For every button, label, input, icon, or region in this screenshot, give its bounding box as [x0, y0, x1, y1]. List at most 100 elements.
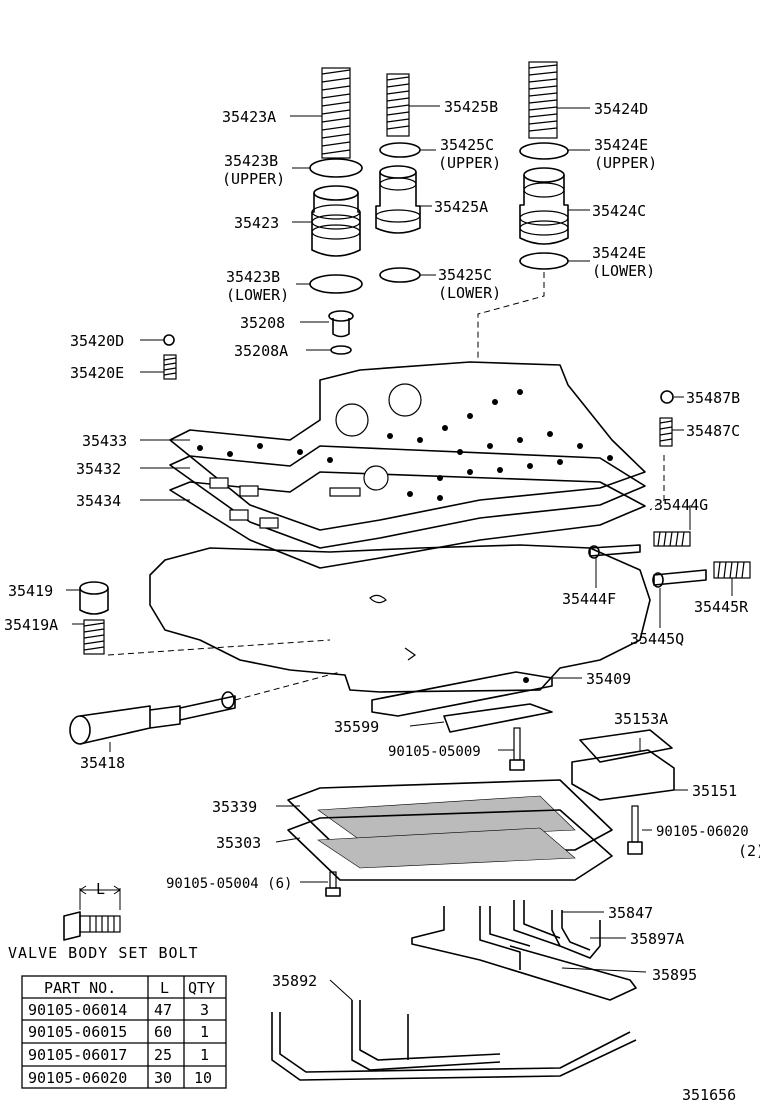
- sleeve-35445Q: [652, 569, 707, 588]
- label-35208A: 35208A: [234, 342, 288, 360]
- label-35418: 35418: [80, 754, 125, 772]
- label-35423B-lower-sub: (LOWER): [226, 286, 289, 304]
- label-35892: 35892: [272, 972, 317, 990]
- label-35424E-upper-sub: (UPPER): [594, 154, 657, 172]
- label-35419A: 35419A: [4, 616, 58, 634]
- piston-35424C: [519, 167, 569, 245]
- label-35487C: 35487C: [686, 422, 740, 440]
- ring-35208A: [330, 345, 352, 355]
- label-90105-05004: 90105-05004 (6): [166, 876, 292, 892]
- label-90105-06020-qty: (2): [738, 842, 760, 860]
- bolt-90105-06020: [627, 805, 643, 855]
- label-90105-06020: 90105-06020: [656, 824, 749, 840]
- label-35423: 35423: [234, 214, 279, 232]
- plate-holes: [197, 383, 613, 529]
- oring-35425C-upper: [379, 142, 421, 158]
- label-35153A: 35153A: [614, 710, 668, 728]
- spring-35424D: [528, 61, 558, 139]
- label-35425C-lower: 35425C: [438, 266, 492, 284]
- plug-35208: [328, 310, 354, 338]
- label-35897A: 35897A: [630, 930, 684, 948]
- label-35487B: 35487B: [686, 389, 740, 407]
- table-cell: 90105-06017: [28, 1046, 127, 1064]
- spring-35423A: [321, 67, 351, 159]
- plate-35432: [169, 445, 646, 549]
- plate-35599: [443, 703, 553, 733]
- label-35599: 35599: [334, 718, 379, 736]
- label-90105-05009: 90105-05009: [388, 744, 481, 760]
- label-35409: 35409: [586, 670, 631, 688]
- plate-35434: [169, 471, 646, 569]
- label-35424E-lower-sub: (LOWER): [592, 262, 655, 280]
- piston-35419: [79, 581, 109, 615]
- pipe-35895: [411, 906, 637, 1001]
- oring-35424E-lower: [519, 252, 569, 270]
- pipe-35897A: [513, 900, 561, 947]
- label-bolt-length: L: [96, 880, 105, 898]
- table-cell: 25: [154, 1046, 172, 1064]
- strainer-35303: [287, 809, 613, 881]
- label-35424D: 35424D: [594, 100, 648, 118]
- label-35419: 35419: [8, 582, 53, 600]
- table-cell: 90105-06015: [28, 1023, 127, 1041]
- bolt-90105-05004: [325, 871, 341, 897]
- oring-35424E-upper: [519, 142, 569, 160]
- ball-35487B: [660, 390, 674, 404]
- label-35420E: 35420E: [70, 364, 124, 382]
- label-35425B: 35425B: [444, 98, 498, 116]
- cover-35153A: [579, 729, 673, 763]
- spring-35420E: [163, 354, 177, 380]
- table-header-part-no: PART NO.: [44, 979, 116, 997]
- label-35424E-upper: 35424E: [594, 136, 648, 154]
- label-35424C: 35424C: [592, 202, 646, 220]
- label-35432: 35432: [76, 460, 121, 478]
- oring-35423B-lower: [309, 274, 363, 294]
- bolt-table: PART NO. L QTY 90105-06014 47 3 90105-06…: [21, 975, 227, 1089]
- manual-valve-35418: [69, 671, 341, 745]
- label-35423A: 35423A: [222, 108, 276, 126]
- label-35425A: 35425A: [434, 198, 488, 216]
- table-cell: 1: [200, 1023, 209, 1041]
- label-35445R: 35445R: [694, 598, 749, 616]
- leader-lines: [66, 105, 733, 1001]
- table-header-qty: QTY: [188, 979, 215, 997]
- ball-35420D: [163, 334, 175, 346]
- plate-35433: [169, 361, 646, 531]
- table-cell: 90105-06014: [28, 1001, 127, 1019]
- bolt-table-title: VALVE BODY SET BOLT: [8, 944, 199, 962]
- oring-35423B-upper: [309, 158, 363, 178]
- label-35303: 35303: [216, 834, 261, 852]
- label-35423B-upper: 35423B: [224, 152, 278, 170]
- table-cell: 10: [194, 1069, 212, 1087]
- piston-35423: [311, 185, 361, 257]
- plate-35409: [371, 671, 553, 717]
- label-35425C-lower-sub: (LOWER): [438, 284, 501, 302]
- table-cell: 30: [154, 1069, 172, 1087]
- part-labels: 35423A 35425B 35424D 35423B (UPPER) 3542…: [4, 98, 760, 1104]
- oring-35425C-lower: [379, 267, 421, 283]
- table-cell: 47: [154, 1001, 172, 1019]
- table-cell: 60: [154, 1023, 172, 1041]
- spring-35425B: [386, 73, 410, 137]
- label-35151: 35151: [692, 782, 737, 800]
- sleeve-35444F: [588, 544, 641, 559]
- table-cell: 1: [200, 1046, 209, 1064]
- label-35434: 35434: [76, 492, 121, 510]
- piston-35425A: [375, 165, 421, 234]
- valve-body: [149, 544, 651, 693]
- label-35444G: 35444G: [654, 496, 708, 514]
- label-35445Q: 35445Q: [630, 630, 684, 648]
- label-35423B-upper-sub: (UPPER): [222, 170, 285, 188]
- spring-35487C: [659, 417, 673, 447]
- label-35895: 35895: [652, 966, 697, 984]
- label-35424E-lower: 35424E: [592, 244, 646, 262]
- label-35420D: 35420D: [70, 332, 124, 350]
- table-header-l: L: [160, 979, 169, 997]
- label-35339: 35339: [212, 798, 257, 816]
- label-35425C-upper: 35425C: [440, 136, 494, 154]
- label-35425C-upper-sub: (UPPER): [438, 154, 501, 172]
- set-bolt-drawing: [63, 885, 121, 941]
- diagram-id: 351656: [682, 1086, 736, 1104]
- label-35847: 35847: [608, 904, 653, 922]
